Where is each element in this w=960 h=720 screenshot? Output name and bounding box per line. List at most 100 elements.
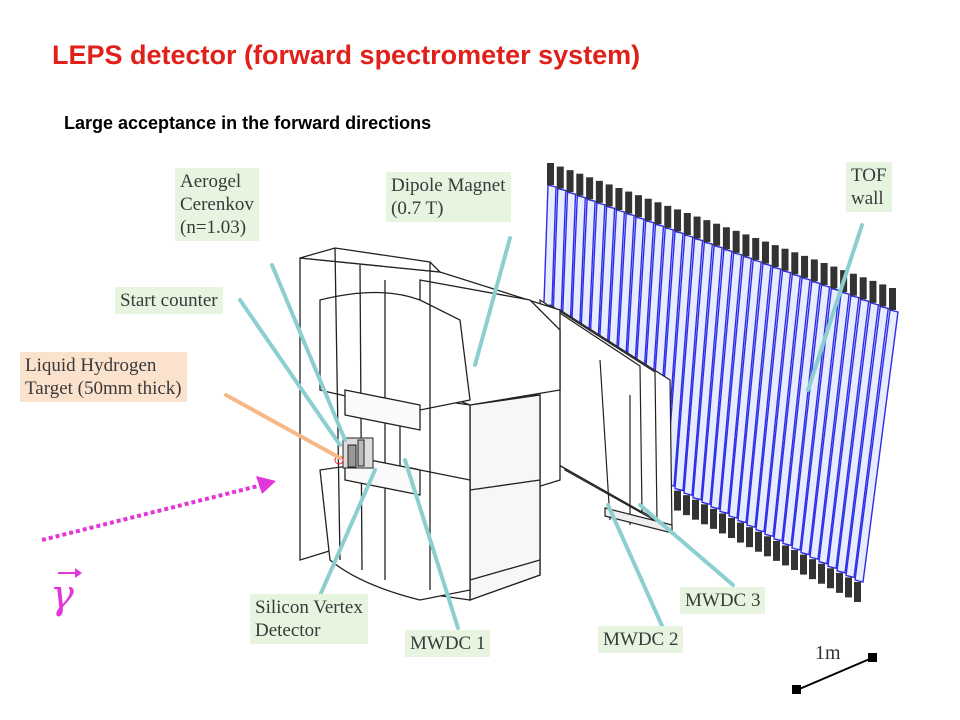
tof-pmt-top [595,180,603,203]
tof-pmt-bottom [818,563,825,584]
scale-label: 1m [815,642,841,664]
tof-pmt-bottom [701,504,708,525]
mwdc-planes [539,298,673,534]
gamma-symbol: γ [50,572,74,618]
tof-bar [692,244,723,501]
dipole-magnet [299,247,561,601]
tof-bar [719,255,753,515]
tof-pmt-bottom [809,559,816,580]
tof-pmt-top [761,241,769,264]
tof-bar [746,266,782,529]
tof-pmt-top [625,191,633,214]
tof-pmt-top [605,184,613,207]
label-dipole-magnet: Dipole Magnet(0.7 T) [386,172,511,222]
page-title: LEPS detector (forward spectrometer syst… [52,40,641,70]
label-start-counter: Start counter [115,287,223,314]
tof-bar [710,251,743,510]
tof-pmt-top [664,205,672,228]
tof-pmt-bottom [737,522,744,543]
tof-pmt-bottom [827,568,834,589]
scale-bar [796,657,873,691]
tof-pmt-top [830,266,838,289]
tof-pmt-top [791,252,799,275]
tof-pmt-top [879,284,887,307]
tof-pmt-bottom [854,582,861,602]
tof-pmt-top [869,280,877,303]
tof-bar [854,309,899,583]
tof-pmt-top [781,248,789,271]
tof-pmt-top [703,220,711,243]
gamma-vector-arrow-icon [58,568,82,578]
beam-line [41,483,263,542]
tof-pmt-top [683,213,691,235]
tof-pmt-bottom [764,536,771,557]
tof-pmt-top [576,173,584,196]
tof-pmt-bottom [791,550,798,570]
tof-pmt-top [722,227,730,250]
tof-pmt-bottom [836,572,843,593]
tof-pmt-bottom [719,513,726,534]
tof-pmt-top [547,163,554,185]
tof-bar [836,301,880,574]
tof-bar [683,241,714,497]
pointer-lines [238,223,864,630]
tof-pmt-top [674,209,682,232]
tof-bar [701,248,733,506]
tof-pmt-top [771,245,779,268]
tof-pmt-top [654,202,662,225]
tof-pmt-top [644,198,652,221]
tof-bar [782,280,821,547]
tof-pmt-top [801,255,809,278]
tof-pmt-top [556,166,564,189]
tof-bar [845,305,890,579]
tof-pmt-bottom [755,531,762,552]
tof-bar [818,294,860,565]
tof-pmt-bottom [845,577,852,598]
tof-bar [800,287,841,556]
tof-pmt-top [732,230,740,253]
tof-pmt-bottom [710,508,717,529]
target-region [334,437,374,469]
tof-pmt-bottom [782,545,789,566]
tof-pmt-bottom [674,490,681,511]
tof-pmt-top [586,177,594,200]
tof-pmt-top [713,223,721,246]
tof-pmt-bottom [746,527,753,548]
tof-pmt-top [752,238,760,260]
tof-pmt-bottom [728,518,735,538]
tof-bar [728,259,762,519]
tof-pmt-top [820,263,828,285]
label-mwdc3: MWDC 3 [680,587,766,614]
tof-bar [827,298,870,570]
tof-pmt-top [742,234,750,257]
tof-pmt-bottom [692,499,699,520]
label-mwdc2: MWDC 2 [598,626,684,653]
tof-pmt-top [849,273,857,296]
target-pointer [224,393,342,460]
tof-pmt-top [810,259,818,282]
tof-bar [674,237,704,492]
tof-bar [755,269,792,533]
tof-pmt-bottom [800,554,807,575]
tof-pmt-top [859,277,867,300]
tof-pmt-top [566,170,574,193]
tof-pmt-bottom [773,540,780,561]
label-mwdc1: MWDC 1 [405,630,491,657]
tof-bar [773,276,811,542]
tof-bar [737,262,772,524]
tof-pmt-bottom [683,495,690,516]
page-subtitle: Large acceptance in the forward directio… [64,113,432,133]
beam-arrowhead [256,476,276,494]
tof-pmt-top [634,195,642,218]
tof-bar [809,291,850,561]
tof-pmt-top [693,216,701,239]
tof-pmt-top [889,288,896,310]
tof-photomultipliers [539,163,896,602]
tof-bar [764,273,802,538]
tof-bar [665,234,694,487]
tof-pmt-top [615,188,623,210]
